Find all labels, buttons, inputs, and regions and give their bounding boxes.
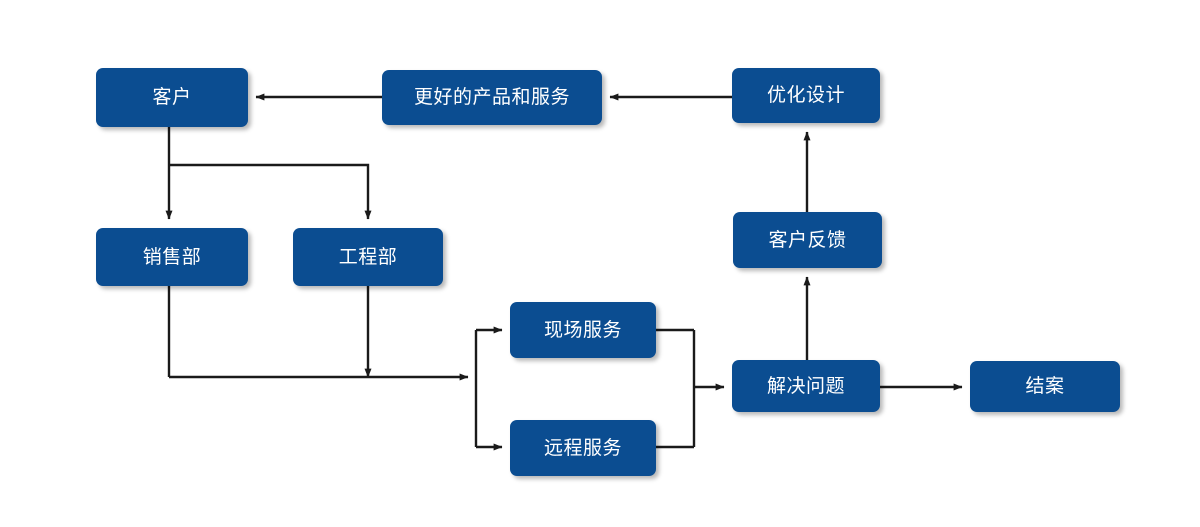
node-resolve-issue-label: 解决问题 [766,375,845,397]
node-customer-feedback-label: 客户反馈 [768,229,847,251]
node-optimize-design[interactable]: 优化设计 [732,68,880,123]
node-engineering-dept[interactable]: 工程部 [293,228,443,286]
node-resolve-issue[interactable]: 解决问题 [732,360,880,412]
node-customer-label: 客户 [152,87,192,108]
node-customer-feedback[interactable]: 客户反馈 [733,212,882,268]
node-better-products[interactable]: 更好的产品和服务 [382,70,602,125]
node-sales-dept[interactable]: 销售部 [96,228,248,286]
node-remote-service-label: 远程服务 [543,437,622,459]
node-engineering-dept-label: 工程部 [338,246,398,268]
node-customer[interactable]: 客户 [96,68,248,127]
node-optimize-design-label: 优化设计 [766,85,845,106]
node-onsite-service[interactable]: 现场服务 [510,302,656,358]
node-onsite-service-label: 现场服务 [543,319,622,341]
node-close-case-label: 结案 [1025,376,1065,397]
node-sales-dept-label: 销售部 [142,246,202,268]
node-better-products-label: 更好的产品和服务 [413,87,570,108]
node-close-case[interactable]: 结案 [970,361,1120,412]
connector-customer-to-engineering [169,163,372,220]
node-remote-service[interactable]: 远程服务 [510,420,656,476]
